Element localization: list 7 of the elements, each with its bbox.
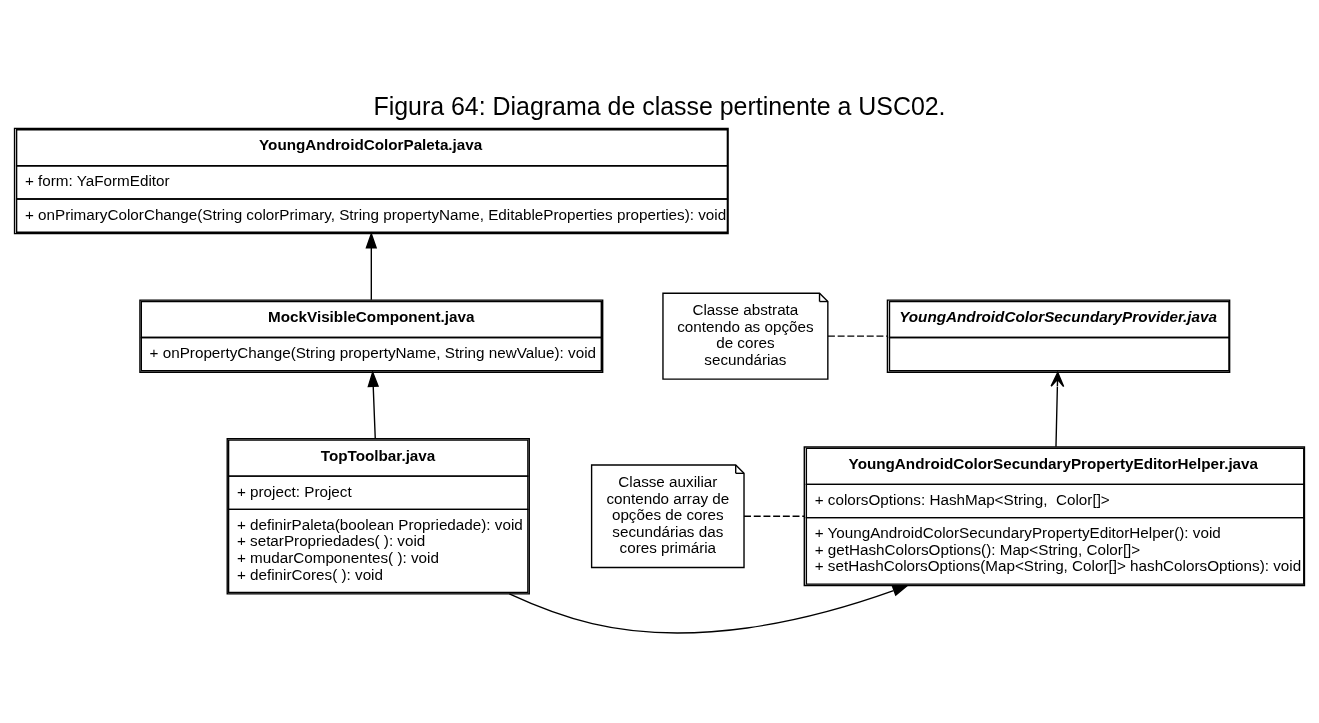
arrow <box>508 584 910 634</box>
connector <box>743 515 805 517</box>
arrow <box>1050 371 1065 448</box>
diagram-title: Figura 64: Diagrama de classe pertinente a USC02. <box>373 92 946 121</box>
arrow <box>365 231 378 301</box>
connector <box>827 335 889 337</box>
arrow <box>367 370 380 440</box>
